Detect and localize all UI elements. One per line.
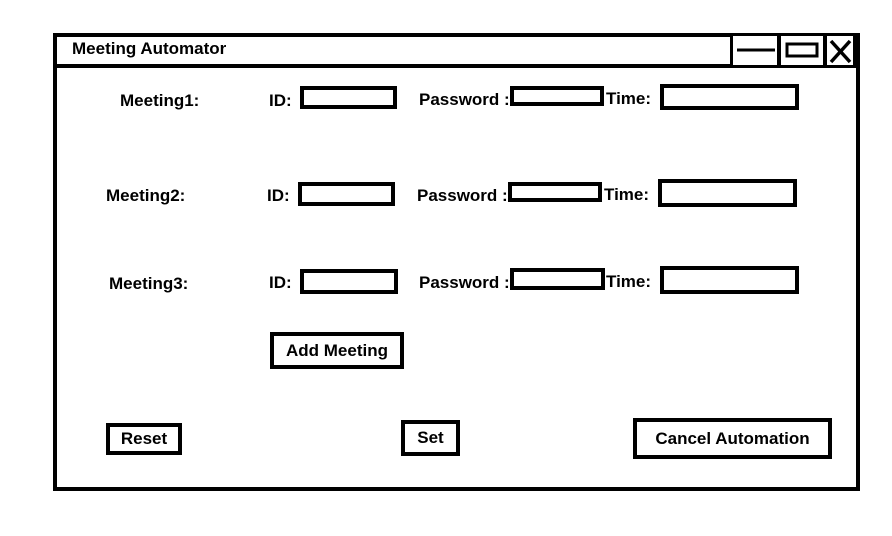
meeting2-id-field[interactable] — [298, 182, 395, 206]
meeting3-label: Meeting3: — [109, 274, 189, 293]
meeting2-password-field[interactable] — [508, 182, 602, 202]
meeting3-id-field[interactable] — [300, 269, 398, 294]
meeting2-label: Meeting2: — [106, 186, 186, 205]
meeting3-password-label: Password : — [419, 273, 510, 292]
meeting1-password-field[interactable] — [510, 86, 604, 106]
close-icon — [829, 39, 852, 64]
meeting1-id-label: ID: — [269, 91, 292, 110]
meeting2-password-label: Password : — [417, 186, 508, 205]
meeting3-id-label: ID: — [269, 273, 292, 292]
meeting3-time-label: Time: — [606, 272, 652, 291]
app-window: Meeting Automator Meeting1: ID: Password… — [53, 33, 860, 491]
minimize-icon — [737, 48, 775, 52]
add-meeting-button[interactable]: Add Meeting — [270, 332, 404, 369]
meeting1-time-label: Time: — [606, 89, 652, 108]
meeting2-time-label: Time: — [604, 185, 650, 204]
maximize-button[interactable] — [778, 33, 826, 68]
meeting1-label: Meeting1: — [120, 91, 200, 110]
set-button[interactable]: Set — [401, 420, 460, 456]
meeting1-id-field[interactable] — [300, 86, 397, 109]
close-button[interactable] — [824, 33, 856, 68]
meeting1-time-field[interactable] — [660, 84, 799, 110]
reset-button[interactable]: Reset — [106, 423, 182, 455]
minimize-button[interactable] — [730, 33, 780, 68]
meeting3-password-field[interactable] — [510, 268, 605, 290]
meeting3-time-field[interactable] — [660, 266, 799, 294]
window-title: Meeting Automator — [72, 39, 227, 58]
meeting2-id-label: ID: — [267, 186, 290, 205]
meeting1-password-label: Password : — [419, 90, 510, 109]
cancel-automation-button[interactable]: Cancel Automation — [633, 418, 832, 459]
meeting2-time-field[interactable] — [658, 179, 797, 207]
title-bar[interactable]: Meeting Automator — [57, 33, 856, 68]
maximize-icon — [785, 42, 819, 58]
